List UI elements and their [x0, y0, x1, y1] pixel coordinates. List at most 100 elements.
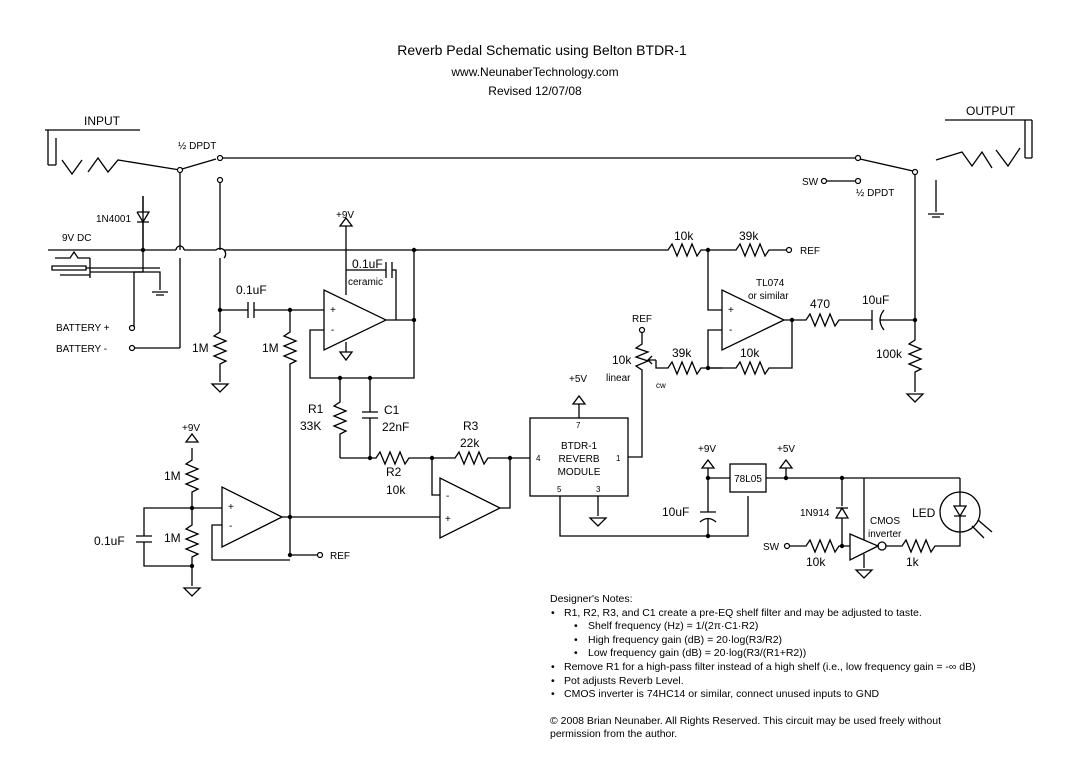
- battery-minus-label: BATTERY -: [56, 344, 107, 355]
- cap-10uf-supply: [699, 477, 730, 536]
- diode-power-label: 1N4001: [96, 214, 131, 225]
- res-39k-mid: [655, 360, 722, 376]
- ref-node-a: [316, 551, 324, 559]
- ref-label-b: REF: [632, 314, 652, 325]
- res-1m-a-label: 1M: [192, 341, 209, 355]
- pot-taper-label: linear: [606, 373, 631, 384]
- supply-9v-arrow-b: [184, 432, 200, 443]
- supply-9v-arrow-a: [338, 216, 354, 227]
- res-39k-mid-label: 39k: [672, 346, 692, 360]
- ceramic-cap: [346, 262, 397, 320]
- ground-symbol: [928, 213, 944, 218]
- output-jack: [935, 119, 1033, 212]
- res-1m-a: [212, 310, 228, 382]
- res-1k-label: 1k: [906, 555, 920, 569]
- inverter-label: inverter: [868, 529, 902, 540]
- copyright-line: © 2008 Brian Neunaber. All Rights Reserv…: [550, 714, 941, 727]
- output-label: OUTPUT: [966, 104, 1016, 118]
- res-1m-c-label: 1M: [164, 469, 181, 483]
- ceramic-label: ceramic: [348, 277, 383, 288]
- dc-jack-label: 9V DC: [62, 233, 91, 244]
- r2-resistor: [340, 450, 432, 466]
- switch-out-label: ½ DPDT: [856, 188, 894, 199]
- schematic-title: Reverb Pedal Schematic using Belton BTDR…: [397, 42, 687, 58]
- res-10k-sw-label: 10k: [806, 555, 826, 569]
- cmos-label: CMOS: [870, 516, 900, 527]
- copyright-notice: © 2008 Brian Neunaber. All Rights Reserv…: [550, 715, 1065, 742]
- c1-value: 22nF: [382, 420, 409, 434]
- r3-resistor: [432, 450, 530, 466]
- c1-name: C1: [384, 403, 400, 417]
- diode-small-label: 1N914: [800, 508, 830, 519]
- res-100k-label: 100k: [876, 347, 903, 361]
- res-10k-sw: [790, 538, 850, 554]
- note-item: CMOS inverter is 74HC14 or similar, conn…: [551, 688, 1065, 702]
- module-output-wire: [628, 378, 643, 458]
- opamp-name-label: TL074: [756, 278, 785, 289]
- battery-minus-terminal[interactable]: [128, 344, 136, 352]
- inverting-input-wire: [707, 329, 722, 368]
- opamp-plus-d: +: [728, 305, 734, 316]
- res-100k: [907, 320, 923, 392]
- r2-value: 10k: [386, 483, 406, 497]
- cap-input-label: 0.1uF: [236, 283, 267, 297]
- res-1m-b-label: 1M: [262, 341, 279, 355]
- pot-wiper: [647, 355, 656, 365]
- led-label: LED: [912, 506, 936, 520]
- pin-3: 3: [596, 485, 601, 494]
- ref-label-c: REF: [800, 246, 820, 257]
- copyright-line: permission from the author.: [550, 728, 678, 741]
- opamp-minus-c: -: [229, 521, 232, 532]
- res-470-label: 470: [810, 297, 830, 311]
- cap-bias-label: 0.1uF: [94, 534, 125, 548]
- pot-value-label: 10k: [612, 353, 632, 367]
- supply-9v-rail: [143, 245, 418, 251]
- supply-9v-label-c: +9V: [698, 444, 716, 455]
- opamp-plus-a: +: [330, 305, 336, 316]
- note-subitem: High frequency gain (dB) = 20·log(R3/R2): [564, 634, 1065, 648]
- opamp-plus-c: +: [228, 502, 234, 513]
- battery-plus-label: BATTERY +: [56, 323, 110, 334]
- supply-5v-label-a: +5V: [569, 374, 587, 385]
- module-line2: REVERB: [558, 454, 599, 465]
- res-10k-feedback: [708, 320, 793, 376]
- res-470: [784, 312, 872, 328]
- ref-node-c: [785, 246, 793, 254]
- note-subitem: Low frequency gain (dB) = 20·log(R3/(R1+…: [564, 647, 1065, 661]
- input-buffer-opamp: [323, 288, 388, 352]
- pin-7: 7: [576, 421, 581, 430]
- r3-value: 22k: [460, 436, 480, 450]
- res-1k: [886, 530, 961, 554]
- led-light-arrows: [971, 519, 993, 539]
- opamp-minus-d: -: [729, 325, 732, 336]
- r1-resistor: [332, 378, 348, 458]
- buffer-feedback-wire: [309, 250, 415, 379]
- res-1m-b: [282, 310, 298, 555]
- input-jack: [45, 129, 181, 176]
- ground-b: [182, 587, 202, 597]
- supply-9v-arrow-c: [700, 458, 716, 478]
- c1-capacitor: [362, 378, 378, 458]
- level-pot: [634, 333, 650, 378]
- opamp-minus-b: -: [446, 491, 449, 502]
- battery-wires: [132, 271, 180, 349]
- ground-a: [210, 383, 230, 393]
- note-item: R1, R2, R3, and C1 create a pre-EQ shelf…: [551, 607, 1065, 621]
- res-1m-c: [184, 448, 200, 508]
- sw-label-top: SW: [802, 177, 819, 188]
- supply-5v-module: [571, 394, 587, 418]
- sw-node: [783, 542, 791, 550]
- regulator-label: 78L05: [734, 474, 762, 485]
- battery-plus-terminal[interactable]: [128, 324, 136, 332]
- cap-supply-label: 10uF: [662, 505, 689, 519]
- note-item: Pot adjusts Reverb Level.: [551, 675, 1065, 689]
- supply-9v-label-b: +9V: [182, 423, 200, 434]
- supply-9v-label-a: +9V: [336, 210, 354, 221]
- module-line1: BTDR-1: [561, 441, 598, 452]
- noninverting-input-wire: [707, 250, 722, 311]
- revision-date: Revised 12/07/08: [488, 84, 582, 98]
- eq-opamp-wires: [290, 458, 511, 518]
- bias-opamp: [221, 485, 284, 549]
- res-39k-top-label: 39k: [739, 229, 759, 243]
